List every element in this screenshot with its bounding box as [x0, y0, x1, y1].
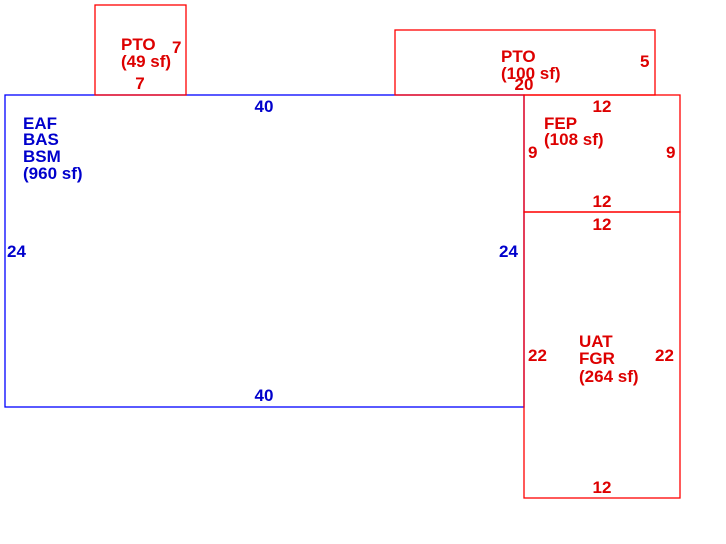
pto-small-size: (49 sf) [121, 52, 171, 71]
uat-dim-top: 12 [593, 215, 612, 234]
fep-size: (108 sf) [544, 130, 604, 149]
fep-dim-right: 9 [666, 143, 675, 162]
main-dim-left: 24 [7, 242, 26, 261]
uat-code-2: FGR [579, 349, 615, 368]
fep-dim-top: 12 [593, 97, 612, 116]
uat-dim-right: 22 [655, 346, 674, 365]
uat-size: (264 sf) [579, 367, 639, 386]
pto-small-code: PTO [121, 35, 156, 54]
pto-small-area: PTO (49 sf) 7 7 [94, 4, 187, 96]
pto-large-code: PTO [501, 47, 536, 66]
uat-dim-left: 22 [528, 346, 547, 365]
pto-large-dim-bottom: 20 [515, 75, 534, 94]
main-dim-top: 40 [255, 97, 274, 116]
main-area-size: (960 sf) [23, 164, 83, 183]
main-dim-right: 24 [499, 242, 518, 261]
pto-small-outline [94, 4, 187, 96]
pto-large-area: PTO (100 sf) 5 20 [394, 29, 656, 96]
uat-code-1: UAT [579, 332, 613, 351]
uat-dim-bottom: 12 [593, 478, 612, 497]
main-dim-bottom: 40 [255, 386, 274, 405]
uat-area: UAT FGR (264 sf) 12 12 22 22 [523, 211, 681, 499]
main-area-code-3: BSM [23, 147, 61, 166]
pto-large-dim-right: 5 [640, 52, 649, 71]
main-area: EAF BAS BSM (960 sf) 40 40 24 24 [4, 94, 525, 408]
fep-dim-left: 9 [528, 143, 537, 162]
uat-outline [523, 211, 681, 499]
main-area-code-1: EAF [23, 114, 57, 133]
pto-large-size: (100 sf) [501, 64, 561, 83]
fep-area: FEP (108 sf) 12 12 9 9 [523, 94, 681, 213]
fep-code: FEP [544, 114, 577, 133]
fep-dim-bottom: 12 [593, 192, 612, 211]
pto-small-dim-right: 7 [172, 38, 181, 57]
main-area-outline [4, 94, 525, 408]
pto-small-dim-bottom: 7 [135, 74, 144, 93]
main-area-code-2: BAS [23, 130, 59, 149]
